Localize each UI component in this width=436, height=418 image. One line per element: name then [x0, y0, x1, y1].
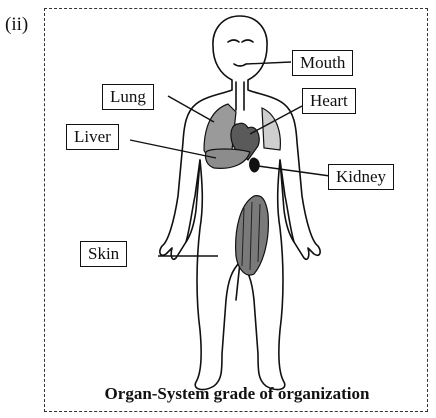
- liver-label: Liver: [66, 124, 119, 150]
- skin-label: Skin: [80, 241, 127, 267]
- liver-organ: [205, 149, 250, 168]
- lung-leader: [168, 96, 214, 122]
- trachea: [236, 82, 244, 110]
- liver-leader: [130, 140, 216, 158]
- heart-label: Heart: [302, 88, 356, 114]
- lung-label: Lung: [102, 84, 154, 110]
- face-eyes: [228, 40, 253, 42]
- kidney-leader: [258, 166, 330, 176]
- face-mouth: [234, 64, 246, 66]
- mouth-leader: [246, 62, 291, 64]
- figure-caption: Organ-System grade of organization: [50, 384, 424, 404]
- kidney-label: Kidney: [328, 164, 394, 190]
- mouth-label: Mouth: [292, 50, 353, 76]
- organs: [204, 104, 280, 275]
- right-lung-organ: [262, 108, 280, 150]
- kidney-organ: [250, 158, 260, 172]
